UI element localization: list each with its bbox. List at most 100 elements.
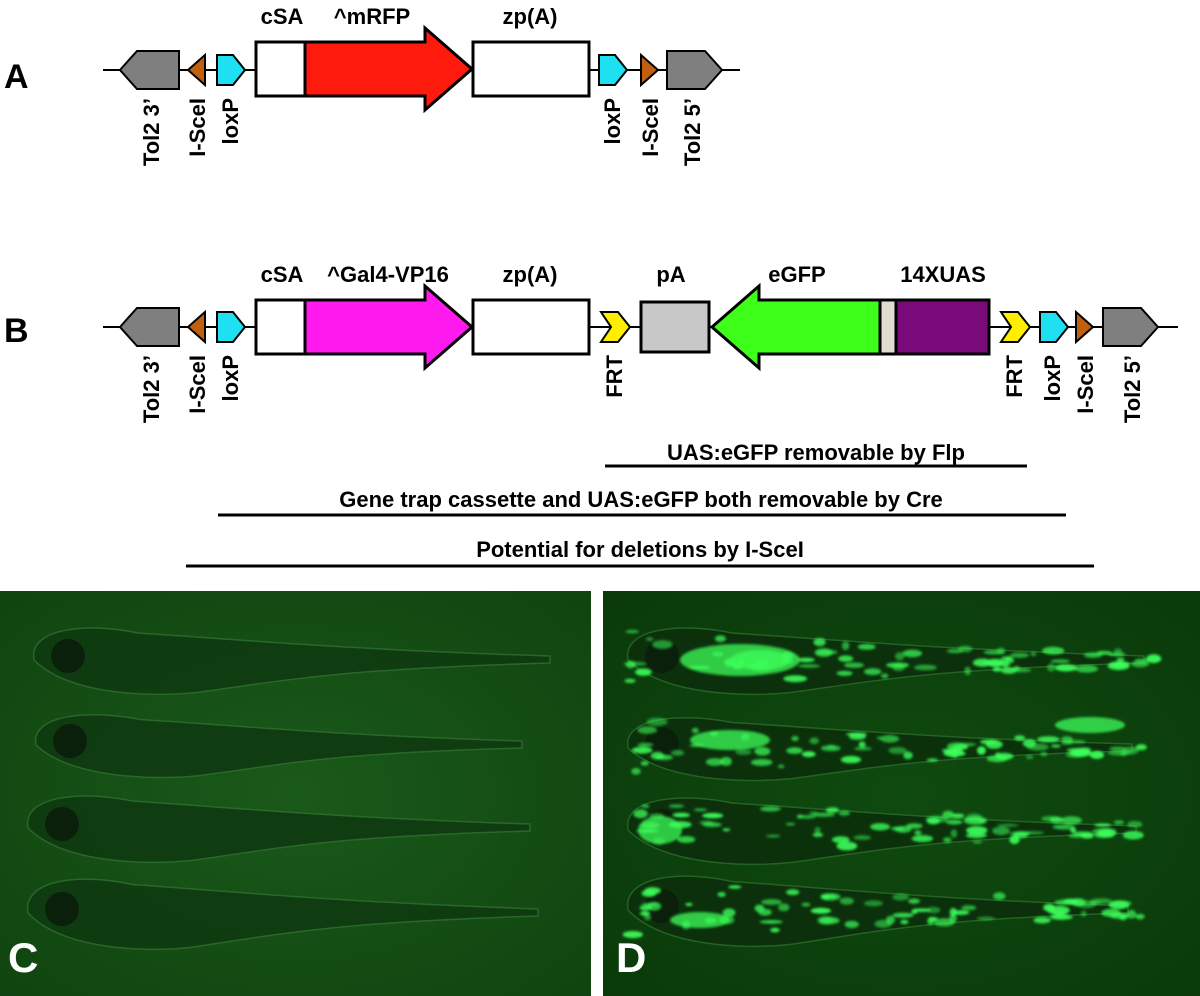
gfp-spot: [1080, 910, 1087, 917]
csa-box: [254, 40, 307, 98]
tol2-5-element: [1102, 307, 1160, 347]
gfp-spot: [641, 804, 650, 808]
gfp-spot: [770, 927, 780, 933]
label-tol2-3: Tol2 3’: [139, 98, 164, 166]
frt-site: [599, 311, 632, 343]
gfp-patch: [730, 650, 790, 670]
label-loxp: loxP: [218, 98, 243, 144]
gfp-spot: [809, 737, 819, 745]
gfp-spot: [1010, 652, 1029, 658]
gfp-spot: [1037, 736, 1060, 743]
csa-box: [254, 298, 307, 356]
gfp-spot: [992, 826, 1010, 836]
gfp-spot: [846, 732, 868, 736]
gfp-spot: [1000, 656, 1015, 665]
label-csa: cSA: [261, 262, 304, 287]
gfp-spot: [858, 741, 866, 748]
gfp-spot: [1113, 648, 1123, 654]
gfp-spot: [778, 903, 790, 912]
gfp-spot: [964, 666, 971, 676]
larva-body: [627, 627, 1145, 696]
larva-body: [35, 714, 523, 779]
gfp-spot: [844, 920, 859, 929]
gfp-patch: [690, 730, 770, 750]
gfp-spot: [693, 808, 708, 812]
gfp-spot: [728, 885, 742, 889]
gfp-spot: [668, 804, 685, 808]
gfp-spot: [832, 836, 850, 844]
label-loxp: loxP: [1040, 355, 1065, 401]
gfp-spot: [1126, 909, 1137, 919]
gfp-spot: [631, 746, 653, 754]
mrfp-arrow: [303, 24, 475, 114]
gfp-spot: [1127, 821, 1143, 828]
gfp-spot: [1050, 910, 1068, 916]
gfp-spot: [1042, 646, 1065, 655]
gfp-spot: [639, 911, 651, 916]
label-pa: pA: [656, 262, 685, 287]
gfp-spot: [705, 758, 724, 766]
gfp-spot: [841, 641, 850, 651]
gfp-spot: [895, 652, 905, 661]
gfp-spot: [946, 648, 964, 654]
gfp-spot: [966, 826, 988, 835]
label-frt: FRT: [602, 354, 627, 397]
loxp-site: [598, 54, 629, 86]
gfp-spot: [1107, 652, 1126, 657]
gfp-spot: [1089, 750, 1105, 759]
gfp-spot: [1083, 652, 1103, 658]
panel-d-letter: D: [616, 934, 646, 981]
gfp-spot: [1060, 816, 1082, 825]
panel-d-photo: D: [603, 591, 1200, 996]
gfp-spot: [1109, 661, 1130, 667]
gfp-spot: [685, 902, 693, 906]
gfp-spot: [894, 826, 912, 833]
gfp-spot: [1119, 913, 1128, 921]
gfp-spot: [908, 898, 920, 904]
gfp-spot: [1074, 665, 1099, 673]
gfp-spot: [1050, 744, 1061, 748]
larva-eye: [53, 724, 87, 758]
frt-site: [999, 311, 1032, 343]
spacer-box: [878, 298, 898, 356]
larva: [627, 875, 1129, 948]
gfp-spot: [1131, 660, 1150, 668]
gfp-spot: [1052, 824, 1076, 830]
label-zpa: zp(A): [503, 4, 558, 29]
gfp-spot: [857, 643, 876, 650]
gfp-spot: [785, 822, 796, 826]
gfp-spot: [900, 919, 909, 925]
gfp-spot: [655, 754, 673, 761]
gfp-spot: [672, 812, 690, 818]
panel-c-letter: C: [8, 934, 38, 981]
larva-eye: [51, 639, 85, 673]
gfp-spot: [702, 812, 724, 819]
gfp-spot: [714, 635, 726, 642]
label-isce1: I-SceI: [1073, 355, 1098, 414]
gfp-spot: [761, 899, 782, 905]
gfp-spot: [977, 746, 986, 755]
larva-body: [27, 795, 531, 864]
gfp-spot: [677, 836, 696, 843]
isce1-site: [186, 52, 206, 88]
larva: [627, 627, 1145, 696]
panel-c-photo: C: [0, 591, 591, 996]
gfp-spot: [635, 668, 652, 676]
gfp-spot: [652, 640, 673, 649]
gfp-spot: [864, 668, 882, 676]
gfp-spot: [947, 749, 956, 758]
gfp-spot: [624, 678, 636, 684]
gfp-spot: [838, 655, 854, 662]
gfp-patch: [670, 912, 730, 928]
gfp-spot: [821, 745, 841, 752]
gfp-spot: [641, 902, 659, 906]
gfp-spot: [813, 638, 826, 647]
gfp-spot: [1054, 664, 1078, 672]
gfp-spot: [965, 832, 987, 839]
label-tol2-5: Tol2 5’: [680, 98, 705, 166]
gfp-spot: [801, 902, 811, 907]
gfp-spot: [840, 755, 862, 764]
bracket-flp-label: UAS:eGFP removable by Flp: [667, 440, 965, 465]
gfp-spot: [1116, 657, 1125, 662]
gfp-spot: [1122, 830, 1144, 840]
